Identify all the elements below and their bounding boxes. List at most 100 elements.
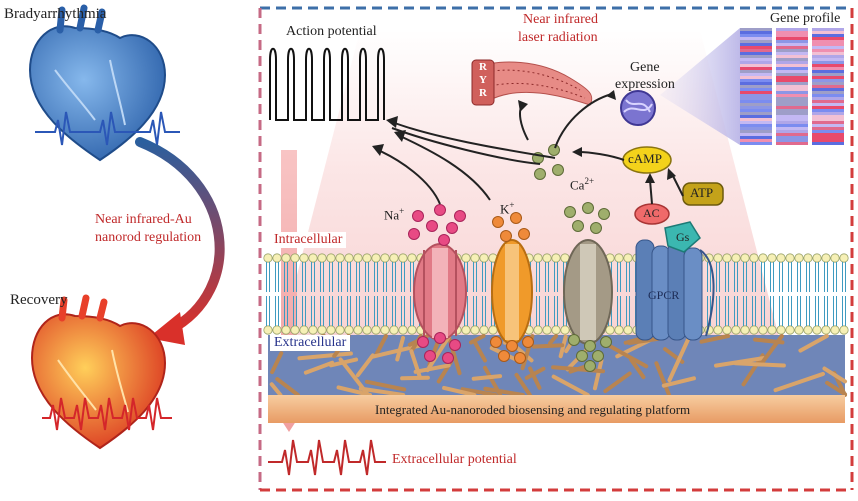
nanorod (425, 334, 452, 373)
lipid-head (263, 325, 273, 335)
lipid-head (803, 253, 813, 263)
heatmap-cell (776, 64, 808, 67)
lipid-head (308, 253, 318, 263)
lipid-tail (797, 262, 801, 326)
heatmap-cell (812, 124, 844, 127)
sodium-ion (426, 220, 438, 232)
ac-label: AC (643, 206, 660, 220)
nanorod (400, 375, 430, 381)
nanorod (409, 349, 422, 379)
regulation-label-line1: Near infrared-Au (95, 212, 192, 227)
heatmap-cell (776, 112, 808, 115)
heatmap-cell (776, 121, 808, 124)
heatmap-cell (812, 40, 844, 43)
lipid-tail (761, 262, 765, 326)
lipid-head (299, 253, 309, 263)
heatmap-cell (740, 130, 772, 133)
lipid-head (767, 325, 777, 335)
heatmap-cell (740, 85, 772, 88)
nanorod (661, 376, 696, 388)
lipid-head (803, 325, 813, 335)
heatmap-cell (740, 109, 772, 112)
signal-arrows (372, 90, 684, 205)
heatmap-cell (812, 82, 844, 85)
lipid-head (560, 325, 570, 335)
lipid-head (614, 253, 624, 263)
lipid-tail (329, 262, 333, 326)
heatmap-cell (812, 49, 844, 52)
heatmap-cell (776, 85, 808, 88)
heatmap-cell (776, 118, 808, 121)
potassium-ion (518, 228, 530, 240)
lipid-head (758, 325, 768, 335)
heatmap-cell (776, 106, 808, 109)
calcium-ion (564, 206, 576, 218)
sodium-ion (408, 228, 420, 240)
heatmap-cell (776, 115, 808, 118)
sodium-ion (446, 222, 458, 234)
nanorod (297, 351, 353, 361)
heatmap-cell (812, 118, 844, 121)
lipid-head (272, 253, 282, 263)
heatmap-cell (740, 115, 772, 118)
lipid-head (479, 325, 489, 335)
lipid-head (830, 325, 840, 335)
lipid-head (551, 325, 561, 335)
lipid-tail (824, 262, 828, 326)
lipid-head (398, 325, 408, 335)
heatmap-cell (740, 88, 772, 91)
lipid-tail (275, 262, 279, 326)
heatmap-cell (740, 79, 772, 82)
nanorod (395, 335, 406, 362)
nanorod (551, 365, 606, 374)
lipid-tail (833, 262, 837, 326)
lipid-head (344, 253, 354, 263)
nanorod (733, 361, 786, 368)
lipid-head (389, 325, 399, 335)
heatmap-cell (740, 124, 772, 127)
heatmap-cell (812, 37, 844, 40)
lipid-head (317, 253, 327, 263)
heatmap-cell (812, 136, 844, 139)
atp-label: ATP (690, 185, 714, 200)
lipid-head (461, 325, 471, 335)
heatmap-cell (812, 133, 844, 136)
heatmap-cell (740, 91, 772, 94)
heatmap-cell (740, 127, 772, 130)
lipid-head (740, 253, 750, 263)
regulation-label-line2: nanorod regulation (95, 230, 202, 245)
intracellular-label: Intracellular (270, 232, 347, 248)
lipid-head (794, 325, 804, 335)
nanorod (822, 366, 847, 384)
ion-particles (408, 144, 612, 372)
nanorod (798, 334, 829, 353)
calcium-ion (584, 340, 596, 352)
lipid-head (407, 253, 417, 263)
heatmap-cell (812, 43, 844, 46)
heatmap-cell (812, 112, 844, 115)
lipid-head (731, 253, 741, 263)
lipid-head (362, 325, 372, 335)
lipid-tail (554, 262, 558, 326)
calcium-ion (598, 208, 610, 220)
heatmap-cell (740, 67, 772, 70)
nanorod (355, 353, 375, 378)
lipid-head (317, 325, 327, 335)
heatmap-cell (740, 112, 772, 115)
nanorod (471, 374, 503, 381)
heatmap-cell (740, 58, 772, 61)
heatmap-cell (776, 40, 808, 43)
lipid-tail (311, 262, 315, 326)
lipid-head (335, 253, 345, 263)
heatmap-cell (776, 139, 808, 142)
heatmap-cell (812, 61, 844, 64)
heatmap-cell (776, 73, 808, 76)
lipid-head (713, 325, 723, 335)
gs-protein-icon (664, 221, 701, 253)
lipid-head (290, 325, 300, 335)
nanorod (627, 336, 662, 346)
sodium-ion (449, 339, 461, 351)
potassium-ion (490, 336, 502, 348)
gene-profile-projection (660, 28, 740, 145)
